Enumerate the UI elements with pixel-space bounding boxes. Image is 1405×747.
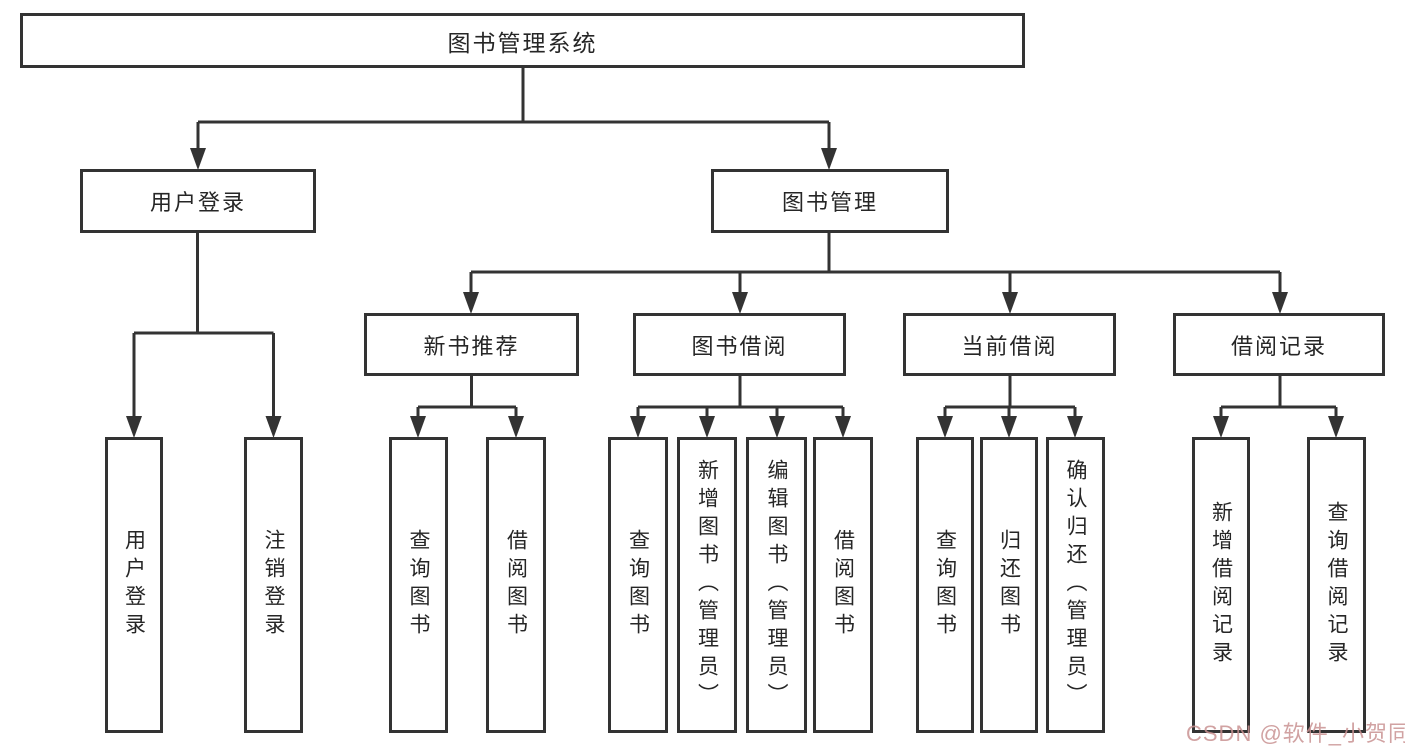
node-leaf-logout: 注销登录 [244, 437, 303, 733]
connector-new-book-recommend [416, 376, 518, 418]
node-leaf-query-books-borrow: 查询图书 [608, 437, 668, 733]
node-leaf-query-borrow-record: 查询借阅记录 [1307, 437, 1366, 733]
node-leaf-confirm-return-admin: 确认归还（管理员） [1046, 437, 1105, 733]
node-leaf-user-login: 用户登录 [105, 437, 163, 733]
node-leaf-add-borrow-record: 新增借阅记录 [1192, 437, 1250, 733]
node-leaf-edit-books-admin: 编辑图书（管理员） [746, 437, 807, 733]
node-user-login: 用户登录 [80, 169, 316, 233]
node-leaf-borrow-books-recommend: 借阅图书 [486, 437, 546, 733]
watermark: CSDN @软件_小贺同学 [1186, 721, 1405, 746]
arrowheads-current-borrow [937, 416, 1083, 438]
node-book-management: 图书管理 [711, 169, 949, 233]
node-leaf-add-books-admin: 新增图书（管理员） [677, 437, 737, 733]
arrowheads-user-login [126, 416, 282, 438]
connector-borrow-records [1219, 376, 1338, 418]
connector-root-to-level2 [196, 68, 831, 150]
node-root: 图书管理系统 [20, 13, 1025, 68]
node-leaf-query-books-recommend: 查询图书 [389, 437, 448, 733]
connector-user-login [132, 233, 275, 418]
node-book-borrow: 图书借阅 [633, 313, 846, 376]
arrowheads-level3 [463, 292, 1288, 314]
arrowheads-borrow-records [1213, 416, 1344, 438]
node-leaf-return-books: 归还图书 [980, 437, 1038, 733]
node-leaf-borrow-books: 借阅图书 [813, 437, 873, 733]
node-borrow-records: 借阅记录 [1173, 313, 1385, 376]
node-current-borrow: 当前借阅 [903, 313, 1116, 376]
connector-book-borrow [636, 376, 845, 418]
connector-current-borrow [943, 376, 1077, 418]
node-new-book-recommend: 新书推荐 [364, 313, 579, 376]
arrowheads-new-book-recommend [410, 416, 524, 438]
node-leaf-query-books-current: 查询图书 [916, 437, 974, 733]
arrowheads-level2 [190, 148, 837, 170]
connector-book-management [469, 233, 1282, 294]
arrowheads-book-borrow [630, 416, 851, 438]
